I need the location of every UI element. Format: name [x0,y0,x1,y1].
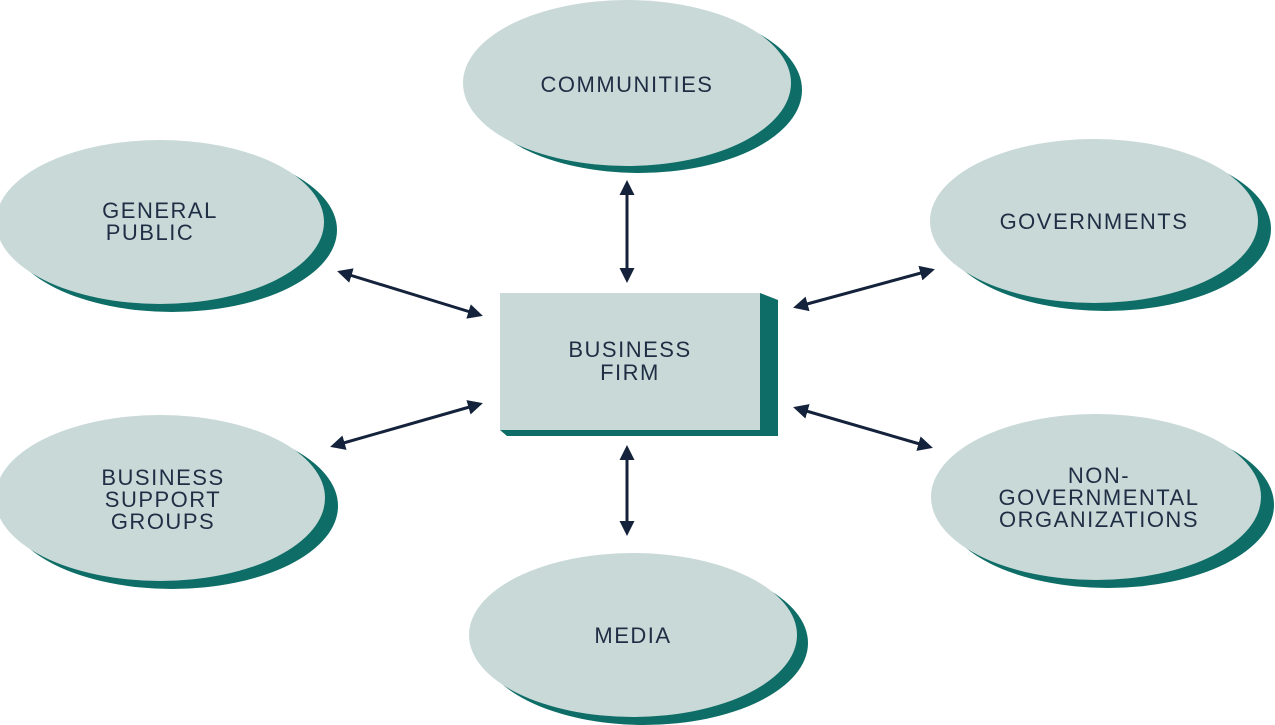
arrow-ngos [793,404,933,451]
business-support-groups-node: BUSINESS SUPPORT GROUPS [0,415,338,589]
governments-ellipse [930,139,1258,303]
governments-node: GOVERNMENTS [930,139,1271,311]
arrow-governments [793,265,935,312]
arrow-business-support-groups [330,400,483,450]
ngos-label-line-1: NON- [1068,463,1130,488]
business-support-groups-label-line-1: BUSINESS [101,465,224,490]
governments-label: GOVERNMENTS [1000,209,1189,234]
business-firm-box [500,293,760,430]
ngos-label-line-2: GOVERNMENTAL [999,485,1200,510]
ngos-label-line-3: ORGANIZATIONS [999,507,1199,532]
general-public-label-line-2: PUBLIC [106,220,194,245]
media-ellipse [469,553,797,717]
business-support-groups-ellipse [0,415,325,581]
general-public-ellipse [0,140,324,304]
business-support-groups-label-line-3: GROUPS [111,509,215,534]
arrow-general-public [337,268,483,319]
communities-node: COMMUNITIES [463,0,802,173]
business-support-groups-label-line-2: SUPPORT [105,487,221,512]
media-label: MEDIA [594,623,671,648]
business-firm-node: BUSINESS FIRM [500,293,778,436]
communities-label: COMMUNITIES [541,72,714,97]
media-node: MEDIA [469,553,808,725]
ngos-node: NON- GOVERNMENTAL ORGANIZATIONS [931,414,1274,588]
communities-ellipse [463,0,791,166]
ngos-ellipse [931,414,1261,580]
general-public-node: GENERAL PUBLIC [0,140,337,312]
business-firm-label-line-2: FIRM [600,360,660,385]
connector-arrows [330,180,935,536]
general-public-label-line-1: GENERAL [102,198,218,223]
business-firm-label-line-1: BUSINESS [568,337,691,362]
